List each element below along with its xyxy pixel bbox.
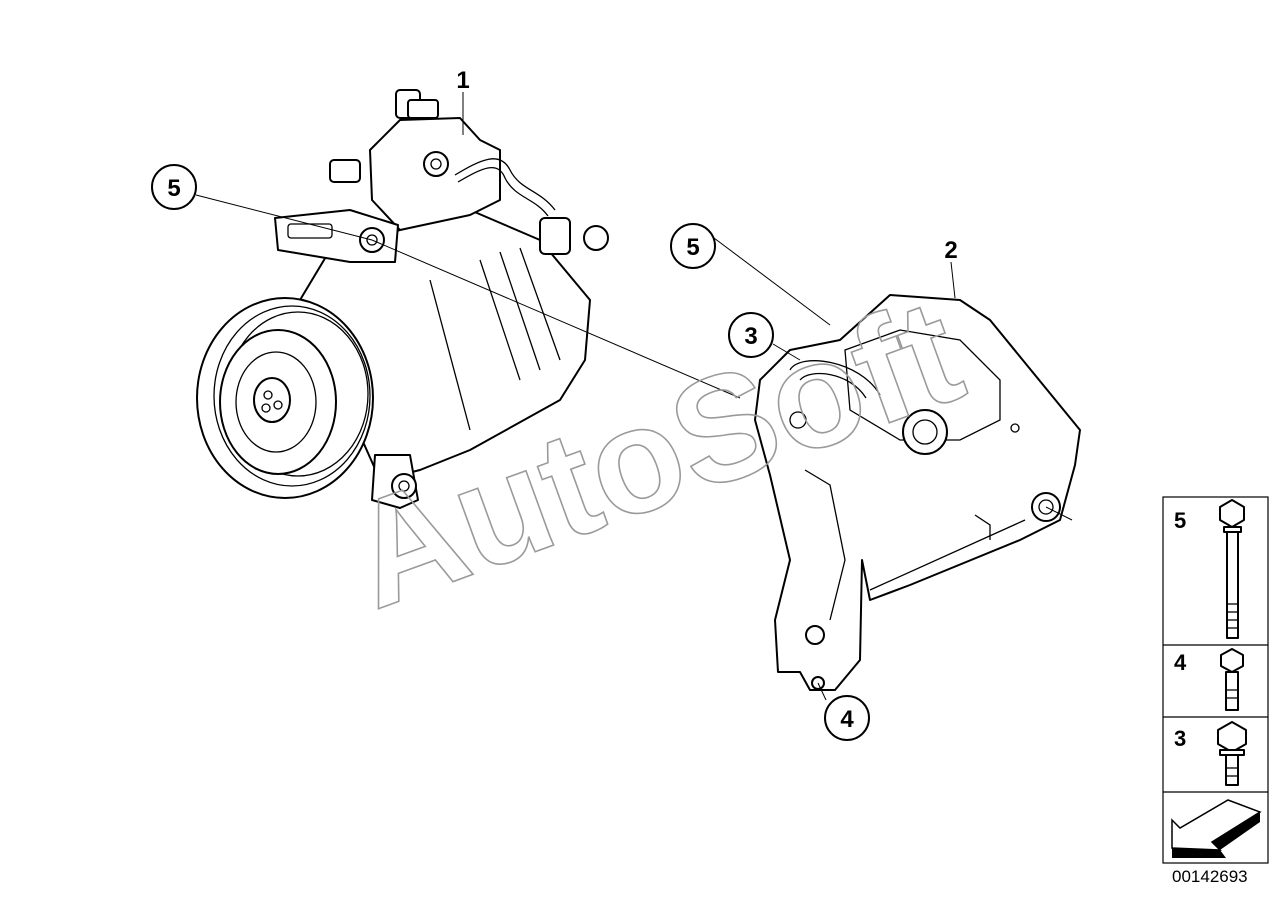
- legend-item-3-number: 3: [1174, 726, 1186, 751]
- callout-5-mid-number: 5: [686, 234, 699, 261]
- drawing-code: 00142693: [1172, 867, 1248, 886]
- callout-5-left: 5: [151, 164, 197, 210]
- callout-1: 1: [456, 67, 469, 94]
- flange-bolt-icon: [1217, 721, 1247, 786]
- ac-compressor[interactable]: [196, 89, 609, 509]
- callout-2-number: 2: [944, 237, 957, 264]
- legend-item-3: 3: [1174, 721, 1247, 786]
- legend-item-5: 5: [1174, 499, 1245, 639]
- callout-2: 2: [944, 237, 957, 264]
- direction-arrow-icon: [1171, 799, 1262, 858]
- leader-lines: [195, 92, 1073, 701]
- callout-3-number: 3: [744, 323, 757, 350]
- legend-item-4-number: 4: [1174, 650, 1187, 675]
- compressor-bracket[interactable]: [754, 294, 1081, 691]
- medium-bolt-icon: [1220, 648, 1244, 711]
- callout-3: 3: [728, 312, 774, 358]
- callout-1-number: 1: [456, 67, 469, 94]
- legend-item-4: 4: [1174, 648, 1244, 711]
- callout-4: 4: [824, 695, 870, 741]
- legend-item-5-number: 5: [1174, 508, 1186, 533]
- fastener-legend: 5 4 3: [1162, 496, 1269, 864]
- callout-5-mid: 5: [670, 223, 716, 269]
- long-bolt-icon: [1219, 499, 1245, 639]
- callout-5-left-number: 5: [167, 175, 180, 202]
- callout-4-number: 4: [840, 706, 854, 733]
